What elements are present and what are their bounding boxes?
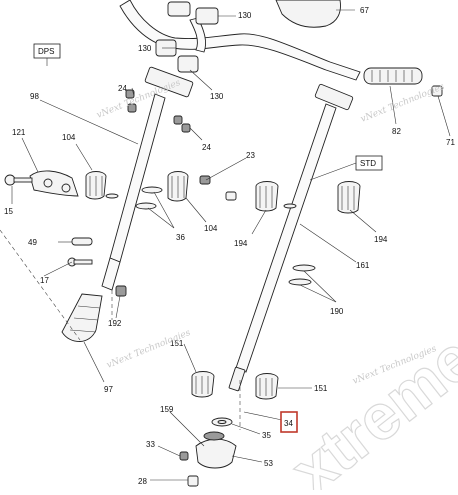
callout-49: 49 <box>28 238 37 247</box>
part-104-bushing-right <box>167 171 189 202</box>
callout-33: 33 <box>146 440 155 449</box>
watermark-3: vNext Technologies <box>105 328 192 371</box>
std-tag: STD <box>309 155 383 181</box>
callout-23: 23 <box>246 151 255 160</box>
std-tag-label: STD <box>360 159 376 168</box>
callout-34: 34 <box>284 419 293 428</box>
part-15-bolt <box>4 174 33 186</box>
callout-104-left: 104 <box>62 133 76 142</box>
callout-17: 17 <box>40 276 49 285</box>
part-194-bushing-left <box>255 181 279 212</box>
callout-36: 36 <box>176 233 185 242</box>
callout-121: 121 <box>12 128 26 137</box>
part-104-bushing-left <box>85 171 107 200</box>
watermark-2: vNext Technologies <box>359 82 446 125</box>
part-190-rings <box>288 264 316 286</box>
part-151-bushing-left <box>191 371 215 398</box>
dps-column <box>101 66 194 291</box>
part-28-nut <box>187 475 199 487</box>
part-151-bushing-right <box>255 373 279 400</box>
callout-104-right: 104 <box>204 224 218 233</box>
callout-130-bottom: 130 <box>210 92 224 101</box>
part-36-rings <box>135 186 163 210</box>
callout-98: 98 <box>30 92 39 101</box>
callout-67: 67 <box>360 6 369 15</box>
part-53-steering-arm <box>195 431 237 469</box>
part-23-nut <box>199 175 237 201</box>
part-67-shield <box>275 0 355 28</box>
watermark-1: vNext Technologies <box>95 78 182 121</box>
dashed-lines <box>0 229 241 430</box>
callout-35: 35 <box>262 431 271 440</box>
callout-190: 190 <box>330 307 344 316</box>
part-82-grip <box>363 67 423 125</box>
highlight-box <box>280 411 298 433</box>
callout-24-top: 24 <box>118 84 127 93</box>
part-97-boot <box>61 293 103 342</box>
callout-194-right: 194 <box>374 235 388 244</box>
callout-71: 71 <box>446 138 455 147</box>
part-121-bracket <box>29 170 79 197</box>
part-192-nut <box>115 285 127 297</box>
part-33-nut <box>179 451 189 461</box>
part-35-washer <box>211 417 233 427</box>
callout-192: 192 <box>108 319 122 328</box>
callout-151-left: 151 <box>170 339 184 348</box>
callout-15: 15 <box>4 207 13 216</box>
callout-24-bottom: 24 <box>202 143 211 152</box>
callout-labels: 67 130 130 130 24 24 82 71 98 121 104 10… <box>4 6 455 486</box>
callout-159: 159 <box>160 405 174 414</box>
part-71-end-plug <box>431 85 451 137</box>
dps-tag-label: DPS <box>38 47 54 56</box>
part-49-fitting <box>71 237 93 246</box>
callout-194-left: 194 <box>234 239 248 248</box>
callout-151-right: 151 <box>314 384 328 393</box>
leader-lines <box>11 15 377 481</box>
callout-161: 161 <box>356 261 370 270</box>
part-24-nuts <box>125 89 191 133</box>
callout-130-top: 130 <box>238 11 252 20</box>
callout-53: 53 <box>264 459 273 468</box>
dps-tag: DPS <box>33 43 61 66</box>
callout-97: 97 <box>104 385 113 394</box>
std-column <box>228 83 354 392</box>
callout-130-left: 130 <box>138 44 152 53</box>
part-194-bushing-right <box>337 181 361 214</box>
callout-82: 82 <box>392 127 401 136</box>
highlight-callout-34[interactable]: 34 <box>280 411 298 433</box>
callout-28: 28 <box>138 477 147 486</box>
